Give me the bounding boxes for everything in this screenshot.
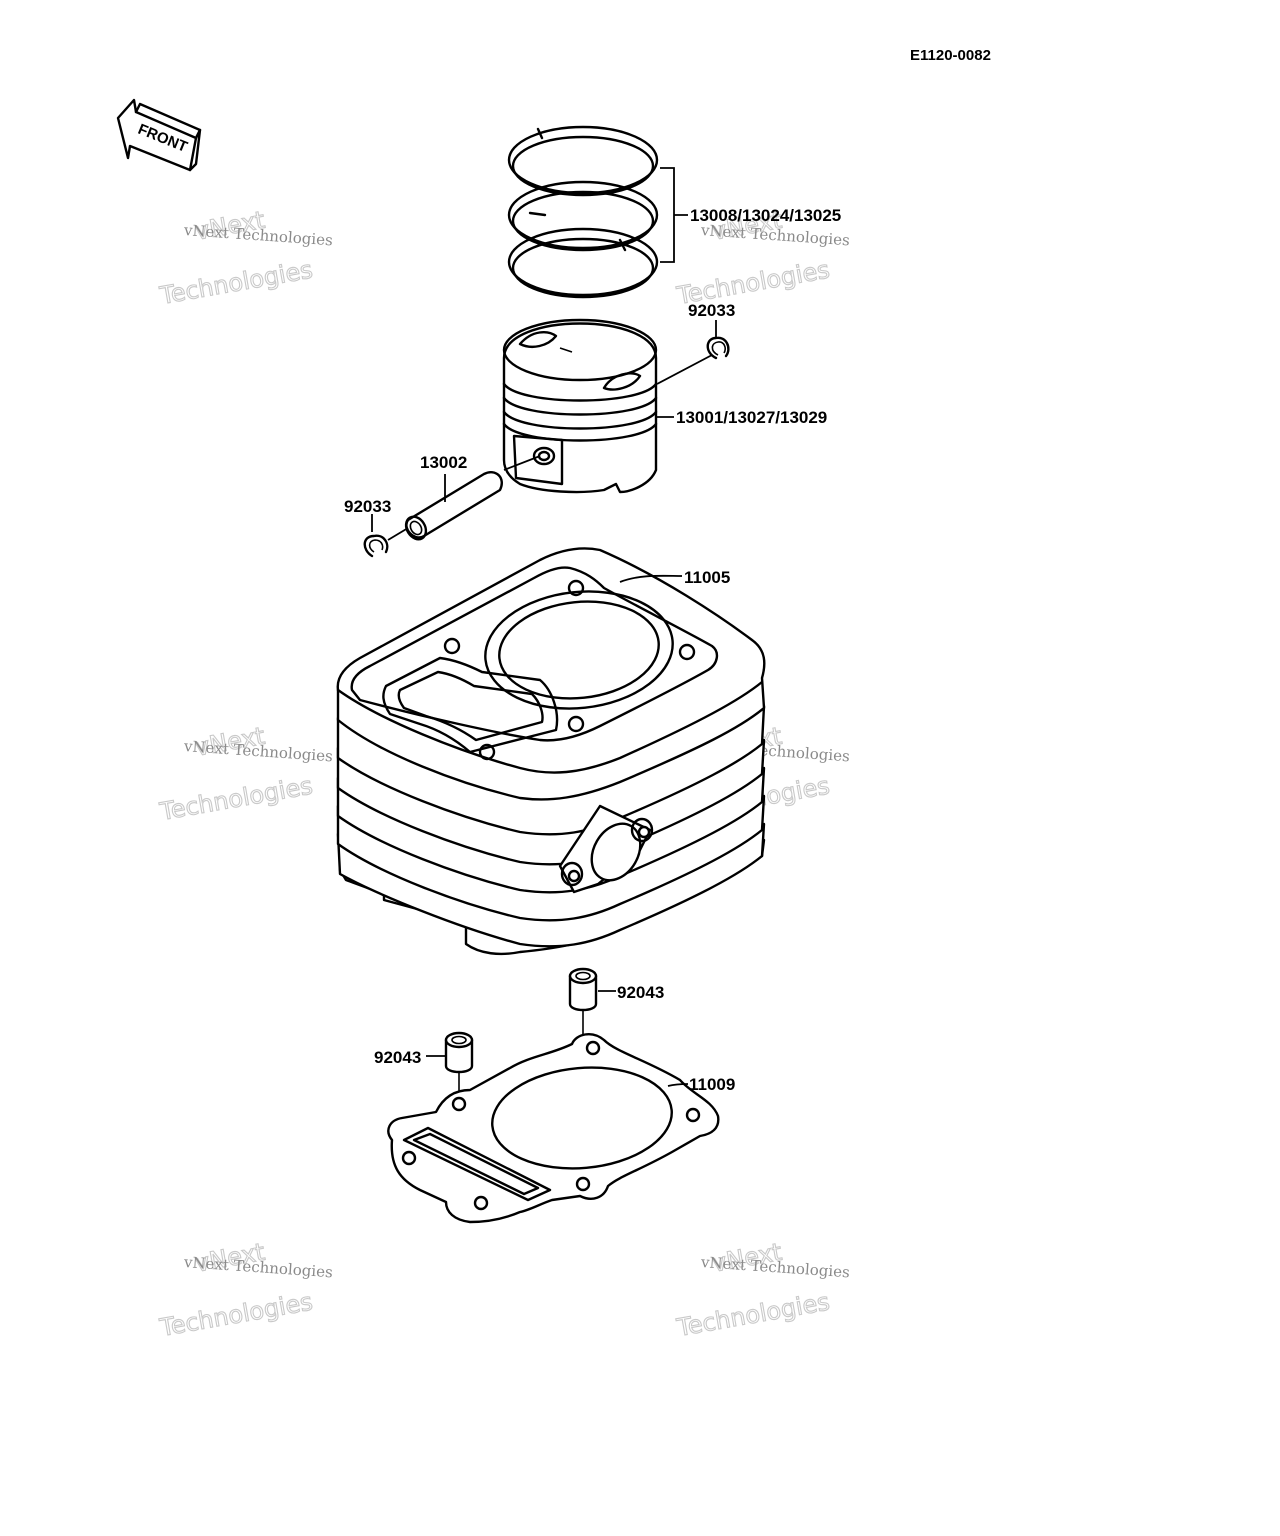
label-dowel-left: 92043 (374, 1048, 421, 1067)
watermark-text-b: Technologies (157, 772, 315, 827)
label-rings: 13008/13024/13025 (690, 206, 841, 225)
watermark-text-b: Technologies (157, 256, 315, 311)
watermark-text-b: Technologies (674, 1288, 832, 1343)
watermark-text: vNext Technologies (182, 221, 333, 249)
watermark-text: vNext Technologies (182, 1253, 333, 1281)
front-arrow-icon: FRONT (116, 98, 202, 172)
watermark-bottom-left: vNext Technologies vNext Technologies (156, 1237, 333, 1343)
label-gasket: 11009 (689, 1075, 735, 1094)
leader-clip-left-to-pin (387, 527, 409, 541)
label-clip-left: 92033 (344, 497, 391, 516)
base-gasket (387, 1033, 720, 1224)
leader-cylinder (619, 574, 683, 583)
dowel-pin-right (568, 967, 598, 1012)
diagram-code: E1120-0082 (910, 47, 991, 64)
watermark-text: vNext Technologies (699, 1253, 850, 1281)
watermark-text-b: Technologies (157, 1288, 315, 1343)
watermark-mid-left: vNext Technologies vNext Technologies (156, 721, 333, 827)
label-pin: 13002 (420, 453, 467, 472)
watermark-bottom-right: vNext Technologies vNext Technologies (673, 1237, 850, 1343)
label-clip-right: 92033 (688, 301, 735, 320)
dowel-pin-left (444, 1031, 474, 1074)
watermark-top-left: vNext Technologies vNext Technologies (156, 205, 333, 311)
watermark-text: vNext Technologies (182, 737, 333, 765)
piston-rings (507, 125, 659, 299)
leader-gasket (667, 1083, 689, 1087)
piston-pin (404, 471, 503, 541)
label-piston: 13001/13027/13029 (676, 408, 827, 427)
label-cylinder: 11005 (684, 568, 730, 587)
label-dowel-right: 92043 (617, 983, 664, 1002)
rings-bracket (660, 167, 688, 263)
piston (502, 318, 658, 494)
leader-clip-right (656, 354, 713, 385)
circlip-left (363, 534, 389, 558)
leader-pin-to-piston (503, 455, 541, 471)
watermark-text: vNext Technologies (699, 221, 850, 249)
circlip-right (706, 336, 730, 360)
cylinder-block (336, 547, 766, 956)
